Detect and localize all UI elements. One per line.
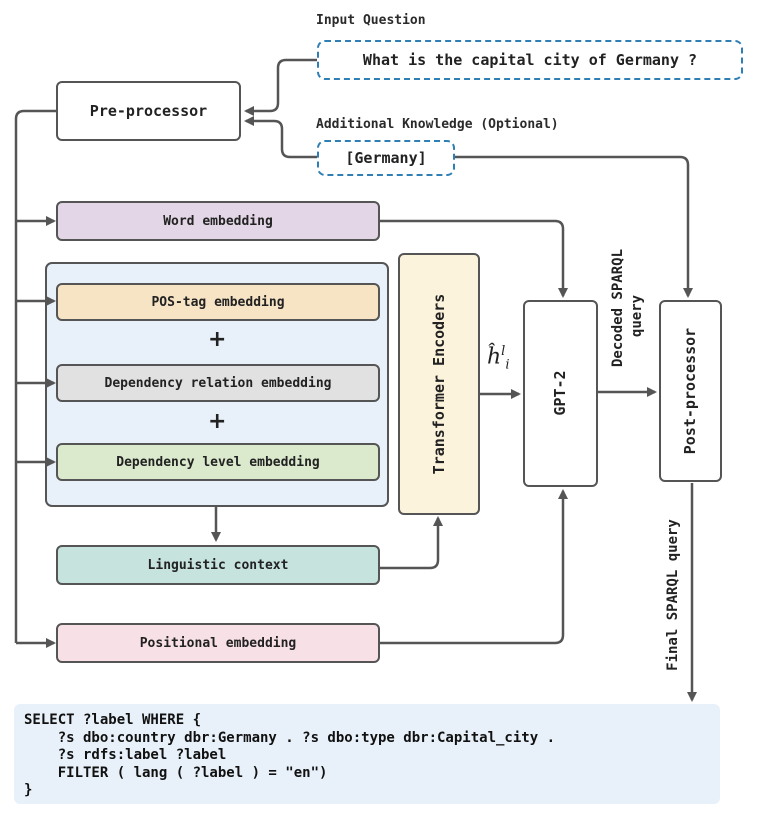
knowledge-box: [Germany] <box>317 140 455 176</box>
plus-sign-2: + <box>208 409 227 434</box>
postprocessor-box <box>659 300 722 482</box>
sparql-line: FILTER ( lang ( ?label ) = "en") <box>24 764 328 781</box>
hidden-state-symbol: ĥli <box>487 344 510 373</box>
input-question-box: What is the capital city of Germany ? <box>317 40 743 80</box>
linguistic-context-box: Linguistic context <box>56 545 380 585</box>
additional-knowledge-label: Additional Knowledge (Optional) <box>316 117 559 132</box>
pos-tag-embedding-box: POS-tag embedding <box>56 283 380 321</box>
final-sparql-query-label: Final SPARQL query <box>665 519 681 671</box>
question-to-preprocessor-arrow <box>244 58 317 116</box>
positional-embedding-box: Positional embedding <box>56 623 380 663</box>
knowledge-to-preprocessor-arrow <box>244 116 317 159</box>
preprocessor-trunk-line <box>14 109 56 643</box>
positional-to-gpt2-arrow <box>380 489 568 645</box>
postprocessor-label: Post-processor <box>681 327 699 455</box>
sparql-line: } <box>24 782 33 798</box>
dependency-relation-embedding-box: Dependency relation embedding <box>56 364 380 402</box>
word-to-gpt2-arrow <box>380 219 568 298</box>
decoded-sparql-label-line1: Decoded SPARQL <box>610 248 626 368</box>
knowledge-to-postprocessor-arrow <box>455 155 693 298</box>
sparql-line: ?s rdfs:label ?label <box>24 747 227 763</box>
decoded-sparql-label-line2: query <box>629 294 645 338</box>
word-embedding-box: Word embedding <box>56 201 380 241</box>
gpt2-label: GPT-2 <box>551 370 569 416</box>
linguistic-to-transformer-arrow <box>380 516 443 570</box>
input-question-label: Input Question <box>316 13 426 28</box>
sparql-line: ?s dbo:country dbr:Germany . ?s dbo:type… <box>24 729 556 746</box>
transformer-encoders-label: Transformer Encoders <box>430 293 448 475</box>
transformer-encoders-box <box>398 253 480 515</box>
preprocessor-box: Pre-processor <box>56 81 241 141</box>
gpt2-box <box>523 300 598 487</box>
sparql-query-block: SELECT ?label WHERE { ?s dbo:country dbr… <box>14 704 720 804</box>
plus-sign-1: + <box>208 327 227 352</box>
dependency-level-embedding-box: Dependency level embedding <box>56 443 380 481</box>
sparql-line: SELECT ?label WHERE { <box>24 712 202 728</box>
